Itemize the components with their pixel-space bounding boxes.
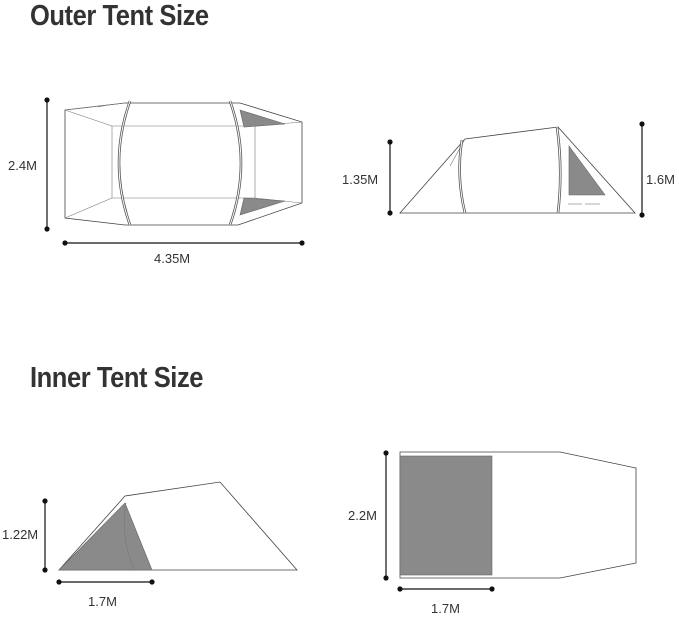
inner-side-door-panel (58, 502, 153, 571)
outer-top-width-dimension (44, 97, 50, 232)
outer-tent-size-title: Outer Tent Size (30, 0, 209, 32)
outer-side-right-height-label: 1.6M (646, 172, 675, 187)
inner-top-floor-panel (399, 455, 493, 576)
inner-top-width-dimension (397, 586, 495, 592)
inner-side-height-dimension (42, 498, 48, 573)
outer-side-left-height-dimension (387, 139, 393, 216)
inner-top-length-label: 2.2M (348, 508, 377, 523)
outer-side-view (399, 126, 636, 214)
inner-tent-size-title: Inner Tent Size (30, 362, 204, 394)
outer-side-right-height-dimension (639, 121, 645, 218)
inner-side-height-label: 1.22M (2, 527, 39, 542)
outer-top-width-label: 2.4M (8, 158, 37, 173)
inner-side-width-label: 1.7M (88, 594, 117, 609)
outer-top-view (64, 100, 303, 226)
outer-top-length-label: 4.35M (154, 251, 191, 266)
outer-top-vent-lower (239, 197, 286, 216)
outer-side-door-panel (568, 145, 606, 196)
inner-side-view (58, 481, 298, 571)
inner-top-width-label: 1.7M (431, 601, 460, 616)
outer-top-vent-upper (239, 109, 286, 128)
outer-top-length-dimension (62, 240, 305, 246)
inner-top-length-dimension (383, 450, 389, 581)
inner-top-view (399, 451, 637, 579)
inner-side-width-dimension (56, 579, 155, 585)
outer-side-left-height-label: 1.35M (342, 172, 379, 187)
